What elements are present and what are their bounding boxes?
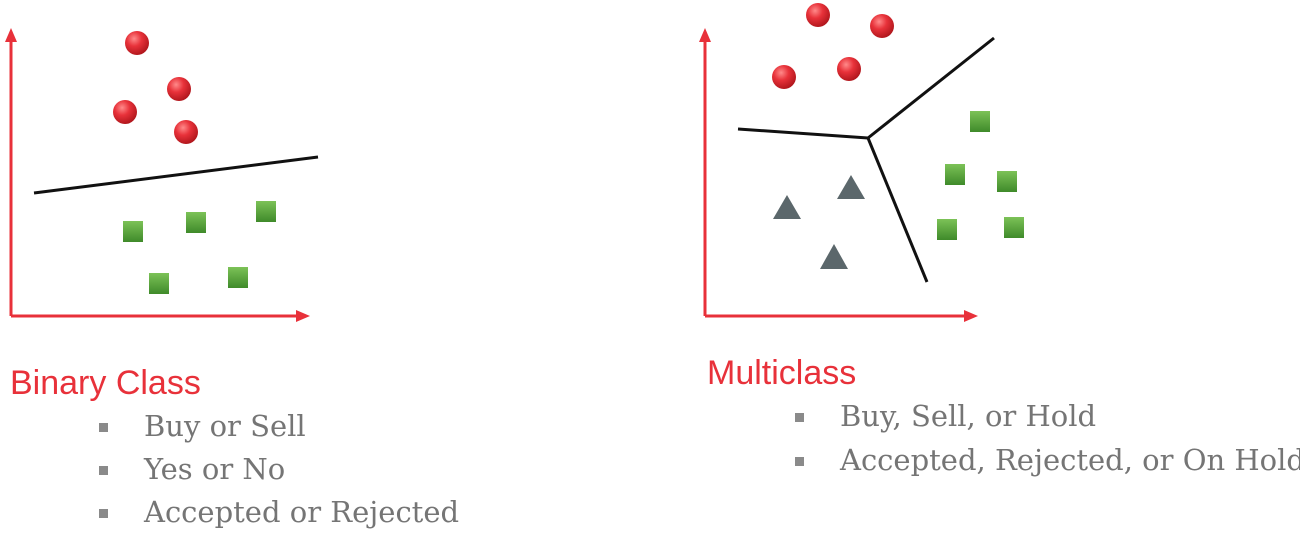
binary-diagram bbox=[5, 28, 319, 322]
circle-point bbox=[772, 65, 796, 89]
binary-axes bbox=[5, 28, 310, 322]
binary-class-squares bbox=[123, 201, 276, 294]
circle-point bbox=[174, 120, 198, 144]
circle-point bbox=[837, 57, 861, 81]
square-bullet-icon bbox=[99, 509, 108, 518]
multi-boundary-top bbox=[867, 36, 995, 140]
triangle-point bbox=[773, 195, 801, 219]
multi-boundary-bottom bbox=[866, 137, 929, 283]
binary-decision-boundary bbox=[33, 155, 319, 195]
list-item-label: Buy, Sell, or Hold bbox=[840, 399, 1097, 433]
triangle-point bbox=[820, 244, 848, 269]
list-item-label: Yes or No bbox=[144, 452, 286, 486]
binary-y-arrow bbox=[5, 28, 17, 42]
list-item-label: Accepted, Rejected, or On Hold bbox=[840, 443, 1300, 477]
square-bullet-icon bbox=[795, 413, 804, 422]
multi-class-circles bbox=[772, 3, 894, 89]
square-point bbox=[937, 219, 957, 240]
list-item-label: Buy or Sell bbox=[144, 409, 306, 443]
binary-class-circles bbox=[113, 31, 198, 144]
list-item: Accepted, Rejected, or On Hold bbox=[795, 446, 1300, 490]
multiclass-example-list: Buy, Sell, or Hold Accepted, Rejected, o… bbox=[795, 402, 1300, 490]
multi-x-arrow bbox=[964, 310, 978, 322]
circle-point bbox=[870, 14, 894, 38]
multi-y-arrow bbox=[699, 28, 711, 42]
multiclass-title: Multiclass bbox=[707, 354, 857, 392]
square-bullet-icon bbox=[795, 457, 804, 466]
square-point bbox=[945, 164, 965, 185]
square-point bbox=[970, 111, 990, 132]
square-point bbox=[123, 221, 143, 242]
multi-decision-boundaries bbox=[737, 36, 995, 283]
multi-boundary-left bbox=[737, 127, 869, 140]
square-point bbox=[1004, 217, 1024, 238]
multi-class-squares bbox=[937, 111, 1024, 240]
circle-point bbox=[113, 100, 137, 124]
square-point bbox=[228, 267, 248, 288]
list-item-label: Accepted or Rejected bbox=[144, 495, 460, 529]
circle-point bbox=[806, 3, 830, 27]
square-point bbox=[256, 201, 276, 222]
multiclass-diagram bbox=[699, 3, 1024, 322]
list-item: Buy, Sell, or Hold bbox=[795, 402, 1300, 446]
list-item: Buy or Sell bbox=[99, 412, 459, 455]
multi-axes bbox=[699, 28, 978, 322]
binary-class-title: Binary Class bbox=[10, 364, 201, 402]
circle-point bbox=[167, 77, 191, 101]
binary-x-arrow bbox=[296, 310, 310, 322]
square-point bbox=[149, 273, 169, 294]
list-item: Yes or No bbox=[99, 455, 459, 498]
list-item: Accepted or Rejected bbox=[99, 498, 459, 541]
circle-point bbox=[125, 31, 149, 55]
square-bullet-icon bbox=[99, 466, 108, 475]
square-bullet-icon bbox=[99, 423, 108, 432]
binary-example-list: Buy or Sell Yes or No Accepted or Reject… bbox=[99, 412, 459, 541]
multi-class-triangles bbox=[773, 175, 865, 269]
square-point bbox=[997, 171, 1017, 192]
triangle-point bbox=[837, 175, 865, 199]
square-point bbox=[186, 212, 206, 233]
